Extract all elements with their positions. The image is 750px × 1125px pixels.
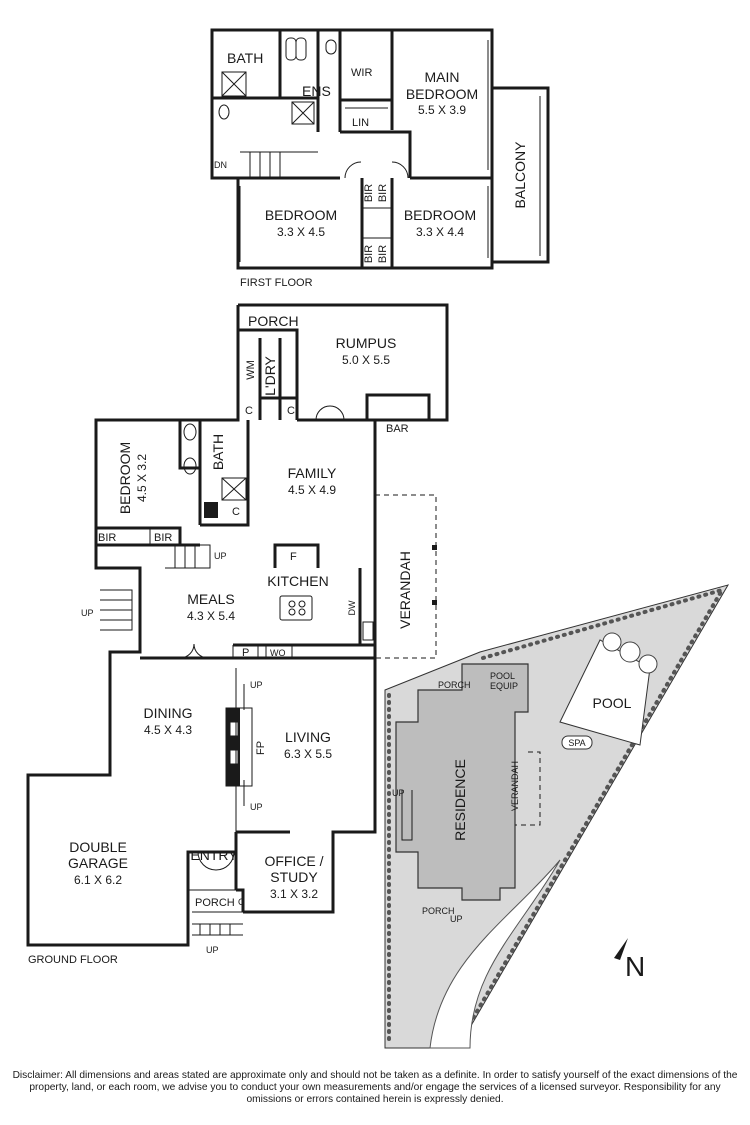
- site-porch-label-1: PORCH: [438, 680, 471, 690]
- gf-fp-label: FP: [255, 741, 267, 755]
- site-pool-equip-1: POOL: [490, 671, 515, 681]
- ff-bir-2: BIR: [377, 184, 389, 202]
- gf-bar-label: BAR: [386, 423, 409, 435]
- gf-up-1: UP: [214, 551, 227, 561]
- gf-office-label-1: OFFICE /: [264, 853, 323, 869]
- gf-c-label-4: C: [238, 897, 245, 907]
- ff-ens-label: ENS: [302, 83, 331, 99]
- site-spa-label: SPA: [568, 738, 585, 748]
- gf-living-dim: 6.3 X 5.5: [284, 747, 332, 761]
- gf-laundry-label: L'DRY: [262, 355, 278, 395]
- gf-bir-2: BIR: [154, 532, 172, 544]
- gf-office-label-2: STUDY: [270, 869, 318, 885]
- ff-main-bedroom-label-2: BEDROOM: [406, 86, 478, 102]
- gf-rumpus-dim: 5.0 X 5.5: [342, 353, 390, 367]
- gf-f-label: F: [290, 551, 297, 563]
- disclaimer-text: Disclaimer: All dimensions and areas sta…: [12, 1070, 738, 1105]
- ground-floor-plan: PORCH RUMPUS 5.0 X 5.5 WM L'DRY C C BAR …: [26, 303, 449, 966]
- ff-bir-3: BIR: [363, 245, 375, 263]
- site-pool-equip-2: EQUIP: [490, 681, 518, 691]
- gf-bedroom-label: BEDROOM: [117, 442, 133, 514]
- site-verandah-label: VERANDAH: [510, 761, 520, 811]
- site-up-1: UP: [392, 788, 405, 798]
- gf-family-label: FAMILY: [288, 465, 337, 481]
- gf-porch-label: PORCH: [248, 313, 299, 329]
- gf-up-3: UP: [250, 680, 263, 690]
- north-arrow: N: [614, 938, 645, 982]
- gf-verandah-label: VERANDAH: [397, 551, 413, 629]
- ff-bedroom-b-label: BEDROOM: [404, 207, 476, 223]
- gf-meals-dim: 4.3 X 5.4: [187, 609, 235, 623]
- ff-main-bedroom-dim: 5.5 X 3.9: [418, 103, 466, 117]
- ff-bedroom-b-dim: 3.3 X 4.4: [416, 225, 464, 239]
- gf-family-dim: 4.5 X 4.9: [288, 483, 336, 497]
- gf-entry-label: ENTRY: [190, 847, 238, 863]
- gf-bedroom-dim: 4.5 X 3.2: [135, 454, 149, 502]
- site-pool-label: POOL: [593, 695, 632, 711]
- gf-dining-dim: 4.5 X 4.3: [144, 723, 192, 737]
- site-porch-label-2: PORCH: [422, 906, 455, 916]
- gf-living-label: LIVING: [285, 729, 331, 745]
- gf-wo-label: WO: [270, 648, 286, 658]
- gf-c-label-2: C: [287, 405, 295, 417]
- gf-garage-label-1: DOUBLE: [69, 839, 127, 855]
- ground-floor-label: GROUND FLOOR: [28, 954, 118, 966]
- ff-balcony-label: BALCONY: [512, 141, 528, 209]
- gf-rumpus-label: RUMPUS: [336, 335, 397, 351]
- gf-kitchen-label: KITCHEN: [267, 573, 328, 589]
- gf-garage-label-2: GARAGE: [68, 855, 128, 871]
- gf-dining-label: DINING: [144, 705, 193, 721]
- gf-wm-label: WM: [245, 360, 257, 380]
- gf-office-dim: 3.1 X 3.2: [270, 887, 318, 901]
- gf-up-5: UP: [206, 945, 219, 955]
- site-residence-label: RESIDENCE: [452, 759, 468, 841]
- gf-c-label-3: C: [232, 506, 240, 518]
- site-plan: POOL SPA RESIDENCE VERANDAH PORCH POOL E…: [384, 584, 730, 1049]
- gf-meals-label: MEALS: [187, 591, 234, 607]
- gf-c-label-1: C: [245, 405, 253, 417]
- north-arrow-icon: [614, 938, 628, 960]
- gf-pantry-label: P: [242, 647, 249, 659]
- ff-main-bedroom-label-1: MAIN: [425, 69, 460, 85]
- north-label: N: [625, 951, 645, 982]
- first-floor-plan: BATH ENS WIR LIN MAIN BEDROOM 5.5 X 3.9 …: [210, 28, 550, 289]
- ff-dn-label: DN: [214, 160, 227, 170]
- ff-bedroom-a-label: BEDROOM: [265, 207, 337, 223]
- ff-bir-1: BIR: [363, 184, 375, 202]
- gf-bir-1: BIR: [98, 532, 116, 544]
- ff-bath-label: BATH: [227, 50, 263, 66]
- ff-lin-label: LIN: [352, 117, 369, 129]
- first-floor-label: FIRST FLOOR: [240, 277, 313, 289]
- site-up-2: UP: [450, 914, 463, 924]
- gf-garage-dim: 6.1 X 6.2: [74, 873, 122, 887]
- ff-bir-4: BIR: [377, 245, 389, 263]
- gf-bath-label: BATH: [210, 434, 226, 470]
- gf-up-4: UP: [250, 802, 263, 812]
- ff-bedroom-a-dim: 3.3 X 4.5: [277, 225, 325, 239]
- gf-dw-label: DW: [347, 600, 357, 615]
- gf-up-2: UP: [81, 608, 94, 618]
- ff-wir-label: WIR: [351, 67, 372, 79]
- gf-porch-label-2: PORCH: [195, 897, 235, 909]
